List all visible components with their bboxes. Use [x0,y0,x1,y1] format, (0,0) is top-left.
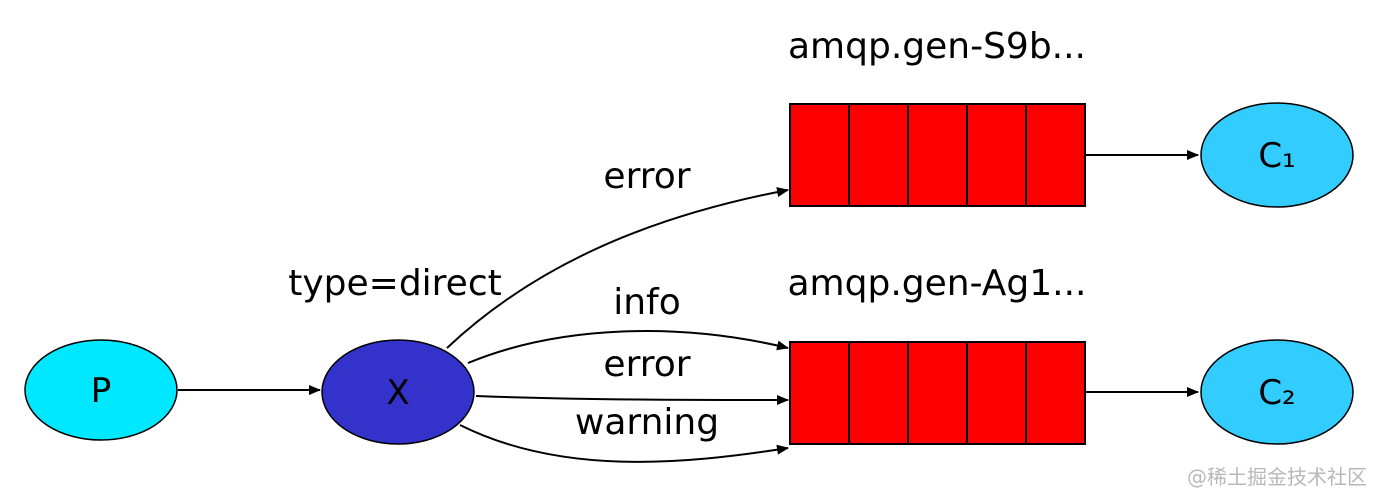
exchange-type-label: type=direct [288,263,502,304]
queue1-box [789,103,1086,207]
edge-x-to-queue2-info [467,330,789,364]
edge-x-to-queue1-error [446,187,789,349]
exchange-label: X [386,373,409,413]
queue2-name: amqp.gen-Ag1... [787,263,1086,304]
edges [178,150,1199,463]
edge-x-to-queue2-error [475,394,789,405]
binding-label-warning-q2: warning [575,402,719,443]
edge-x-to-queue2-warning [459,424,789,463]
consumer2-label: C₂ [1258,373,1295,413]
exchange-node [321,339,475,445]
consumer1-label: C₁ [1258,136,1295,176]
binding-label-error-q1: error [603,156,690,197]
consumer2-node [1200,339,1354,445]
binding-label-error-q2: error [603,344,690,385]
producer-label: P [91,371,112,411]
queue1-name: amqp.gen-S9b... [788,26,1086,67]
queue2-box [789,341,1086,445]
producer-node [24,339,178,441]
consumer1-node [1200,102,1354,208]
queue2-body [789,341,1086,445]
watermark: @稀土掘金技术社区 [1187,465,1367,489]
queue1-body [789,103,1086,207]
binding-label-info-q2: info [613,282,681,323]
